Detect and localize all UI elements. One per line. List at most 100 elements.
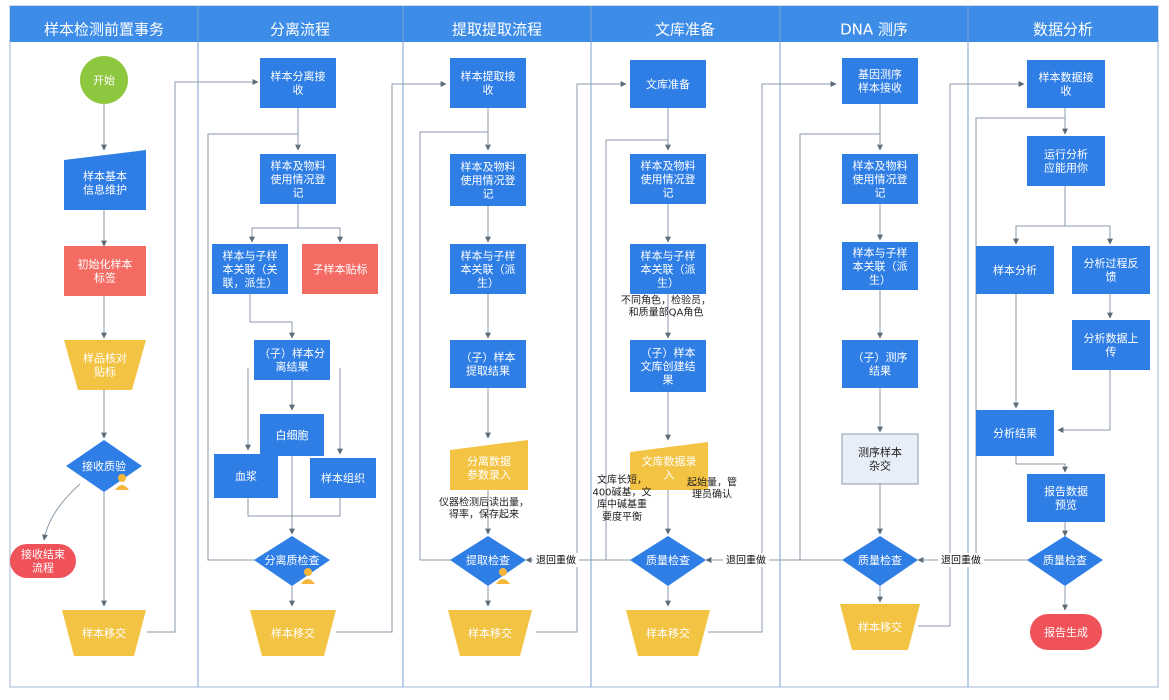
nodes: 开始 样本基本信息维护 初始化样本标签 样品核对贴标 接收质验 接收结束流程 样… xyxy=(10,56,1150,656)
seq-link-label: 样本与子样本关联（派生） xyxy=(853,245,908,286)
lib-qc-label: 质量检查 xyxy=(646,553,690,567)
ext-material-node xyxy=(450,154,526,206)
sep-qc-label: 分离质检查 xyxy=(265,553,320,567)
lib-material-node xyxy=(630,154,706,204)
report-gen-label: 报告生成 xyxy=(1044,625,1088,639)
sample-info-label: 样本基本信息维护 xyxy=(83,169,127,197)
run-app-node xyxy=(1027,136,1105,186)
lane-title-extraction: 提取提取流程 xyxy=(452,20,542,38)
seq-result-node xyxy=(842,340,918,388)
lib-data-node xyxy=(630,442,708,490)
lib-link-node xyxy=(630,244,706,294)
seq-mix-label: 测序样本杂交 xyxy=(858,445,902,473)
transfer-3-label: 样本移交 xyxy=(468,626,512,640)
library-length-note: 文库长短，400碱基，文库中碱基重要度平衡 xyxy=(592,473,651,523)
ext-receive-label: 样本提取接收 xyxy=(461,69,516,97)
start-label: 开始 xyxy=(93,73,115,87)
return-label-2: 退回重做 xyxy=(726,554,766,567)
sample-analysis-label: 样本分析 xyxy=(993,263,1037,277)
run-app-label: 运行分析应能用你 xyxy=(1044,147,1088,175)
data-qc-label: 质量检查 xyxy=(1043,553,1087,567)
init-label-label: 初始化样本标签 xyxy=(78,257,133,285)
upload-node xyxy=(1072,320,1150,370)
seq-material-node xyxy=(842,154,918,204)
ext-result-node xyxy=(450,340,526,388)
user-icon xyxy=(301,568,315,584)
ext-link-node xyxy=(450,244,526,294)
feedback-node xyxy=(1072,246,1150,294)
seq-material-label: 样本及物料使用情况登记 xyxy=(853,158,908,199)
header-bar xyxy=(10,6,1158,42)
lib-result-label: （子）样本文库创建结果 xyxy=(641,345,696,386)
ext-link-label: 样本与子样本关联（派生） xyxy=(461,248,516,289)
sample-analysis-node xyxy=(976,246,1054,294)
lib-result-node xyxy=(630,340,706,392)
check-label-label: 样品核对贴标 xyxy=(83,351,127,379)
sample-info-node xyxy=(64,150,146,210)
sep-link-label: 样本与子样本关联（关联，派生） xyxy=(223,248,278,289)
transfer-1-node xyxy=(62,610,146,656)
transfer-1-label: 样本移交 xyxy=(82,626,126,640)
sub-label-label: 子样本贴标 xyxy=(313,262,368,276)
lib-qc-node xyxy=(630,536,706,586)
ext-material-label: 样本及物料使用情况登记 xyxy=(461,159,516,200)
seq-link-node xyxy=(842,242,918,290)
lane-title-pre: 样本检测前置事务 xyxy=(44,20,164,38)
transfer-4-node xyxy=(626,610,710,656)
lib-prep-node xyxy=(630,60,706,108)
analysis-result-label: 分析结果 xyxy=(993,426,1037,440)
data-receive-label: 样本数据接收 xyxy=(1039,70,1094,98)
lib-data-label: 文库数据录入 xyxy=(642,454,697,482)
ext-result-label: （子）样本提取结果 xyxy=(461,350,516,378)
lane-title-library: 文库准备 xyxy=(655,20,715,38)
seq-qc-node xyxy=(842,536,918,586)
sep-result-node xyxy=(254,340,330,380)
sep-receive-node xyxy=(260,58,336,108)
transfer-5-node xyxy=(840,604,920,650)
analysis-result-node xyxy=(976,410,1054,456)
transfer-2-node xyxy=(250,610,336,656)
return-label-1: 退回重做 xyxy=(536,554,576,567)
check-label-node xyxy=(64,340,146,390)
user-icon xyxy=(496,568,510,584)
data-qc-node xyxy=(1027,536,1103,586)
plasma-label: 血浆 xyxy=(235,469,257,483)
transfer-4-label: 样本移交 xyxy=(646,626,690,640)
transfer-5-label: 样本移交 xyxy=(858,620,902,634)
receive-end-label: 接收结束流程 xyxy=(21,547,65,575)
start-amount-note: 起始量，管理员确认 xyxy=(687,475,737,500)
wbc-node xyxy=(260,414,324,456)
report-preview-label: 报告数据预览 xyxy=(1044,484,1088,512)
ext-qc-label: 提取检查 xyxy=(466,553,510,567)
init-label-node xyxy=(64,246,146,296)
sep-material-node xyxy=(260,154,336,204)
sep-data-node xyxy=(450,440,528,490)
seq-result-label: （子）测序结果 xyxy=(853,350,908,378)
lane-title-separation: 分离流程 xyxy=(270,20,330,38)
roles-note: 不同角色，检验员，和质量部QA角色 xyxy=(621,293,711,318)
lane-title-analysis: 数据分析 xyxy=(1033,20,1093,38)
seq-receive-label: 基因测序样本接收 xyxy=(858,67,902,95)
tissue-label: 样本组织 xyxy=(321,471,365,485)
sep-data-label: 分离数据参数录入 xyxy=(467,454,511,482)
seq-qc-label: 质量检查 xyxy=(858,553,902,567)
connectors xyxy=(42,79,1113,633)
receive-end-node xyxy=(10,544,76,578)
data-receive-node xyxy=(1027,60,1105,108)
user-icon xyxy=(115,474,129,490)
start-node xyxy=(80,56,128,104)
sep-link-node xyxy=(212,244,288,294)
feedback-label: 分析过程反馈 xyxy=(1084,256,1139,284)
report-preview-node xyxy=(1027,474,1105,522)
lib-prep-label: 文库准备 xyxy=(646,77,690,91)
ext-note: 仪器检测后读出量，得率，保存起来 xyxy=(439,495,529,520)
lib-link-label: 样本与子样本关联（派生） xyxy=(641,248,696,289)
return-label-3: 退回重做 xyxy=(941,554,981,567)
lanes: 样本检测前置事务 分离流程 提取提取流程 文库准备 DNA 测序 数据分析 xyxy=(9,5,1159,688)
lib-material-label: 样本及物料使用情况登记 xyxy=(641,158,696,199)
ext-receive-node xyxy=(450,58,526,108)
seq-receive-node xyxy=(842,58,918,104)
upload-label: 分析数据上传 xyxy=(1084,331,1139,359)
lane-title-sequencing: DNA 测序 xyxy=(840,20,908,38)
